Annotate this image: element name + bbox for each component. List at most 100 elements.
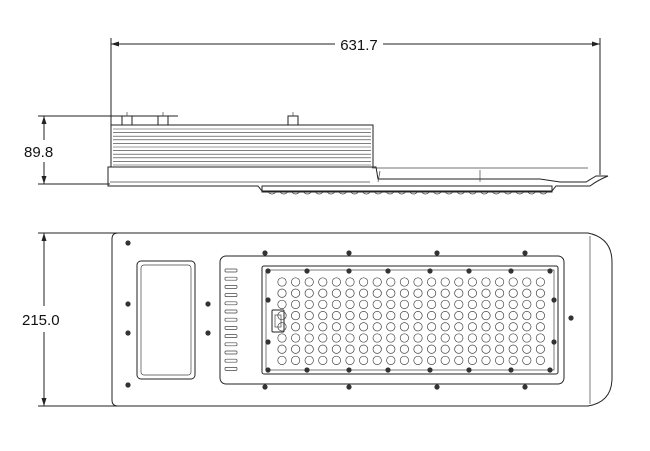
led: [413, 355, 423, 365]
led: [318, 299, 328, 309]
lens-bump: [421, 191, 430, 195]
led: [495, 311, 505, 321]
led: [467, 322, 477, 332]
led: [495, 333, 505, 343]
led-array: [277, 277, 545, 365]
led: [372, 299, 382, 309]
led: [399, 311, 409, 321]
vent-slot: [224, 350, 238, 355]
led: [291, 355, 301, 365]
lens-bump: [397, 191, 407, 195]
led: [481, 299, 491, 309]
led: [440, 277, 450, 287]
led: [386, 355, 396, 365]
led: [454, 322, 464, 332]
led: [331, 299, 341, 309]
led: [454, 344, 464, 354]
led: [304, 355, 314, 365]
lens-bump: [515, 191, 525, 195]
lens-bump: [480, 191, 489, 195]
led: [331, 355, 341, 365]
height-label: 89.8: [24, 144, 53, 161]
screw: [551, 297, 557, 303]
vent-slot: [224, 326, 238, 330]
screw: [522, 384, 528, 390]
led: [481, 322, 491, 332]
screw: [346, 367, 352, 373]
lens-bump: [291, 191, 300, 195]
screw: [547, 367, 553, 373]
width-dimension: 215.0: [22, 232, 118, 407]
led: [467, 333, 477, 343]
led: [318, 288, 328, 298]
led: [481, 333, 491, 343]
led: [508, 322, 518, 332]
led: [386, 311, 396, 321]
screw: [508, 367, 514, 373]
lens-bump: [373, 191, 383, 195]
screw: [466, 268, 472, 274]
vent-slot: [224, 334, 238, 338]
led: [454, 311, 464, 321]
led: [454, 333, 464, 343]
led: [345, 333, 355, 343]
lens-bump: [456, 191, 466, 195]
led: [291, 277, 301, 287]
screw: [427, 367, 433, 373]
led: [440, 288, 450, 298]
lens-bump: [338, 191, 348, 195]
led: [331, 322, 341, 332]
led: [427, 299, 437, 309]
screws: [125, 240, 574, 390]
led: [495, 355, 505, 365]
led: [467, 288, 477, 298]
led: [304, 277, 314, 287]
led: [372, 311, 382, 321]
led: [277, 311, 287, 321]
lens-bump: [491, 191, 501, 195]
screw: [265, 339, 271, 345]
led: [399, 299, 409, 309]
led: [291, 333, 301, 343]
led: [359, 288, 369, 298]
led: [359, 299, 369, 309]
led: [495, 299, 505, 309]
screw: [304, 367, 310, 373]
led: [413, 333, 423, 343]
screw: [508, 268, 514, 274]
led: [467, 299, 477, 309]
led: [386, 277, 396, 287]
plan-view: [111, 232, 613, 407]
vent-slots: [224, 268, 238, 371]
screw: [265, 367, 271, 373]
screw: [205, 330, 211, 336]
lens-bump: [303, 191, 312, 195]
led: [467, 311, 477, 321]
led: [291, 311, 301, 321]
screw: [385, 268, 391, 274]
screw: [522, 250, 528, 256]
led: [359, 355, 369, 365]
led: [331, 288, 341, 298]
led: [331, 311, 341, 321]
led: [440, 322, 450, 332]
led: [508, 333, 518, 343]
led: [372, 355, 382, 365]
screw: [265, 268, 271, 274]
lens-bump: [409, 191, 418, 195]
lens-bump: [362, 191, 371, 195]
led: [440, 355, 450, 365]
led: [454, 355, 464, 365]
vent-slot: [224, 285, 238, 289]
led: [522, 322, 532, 332]
lens-bump: [444, 191, 454, 195]
led: [277, 288, 287, 298]
led: [304, 311, 314, 321]
screw: [125, 301, 131, 307]
screw: [205, 301, 211, 307]
lens-bump: [326, 191, 336, 195]
led: [467, 355, 477, 365]
led: [522, 288, 532, 298]
led: [508, 355, 518, 365]
led: [277, 277, 287, 287]
